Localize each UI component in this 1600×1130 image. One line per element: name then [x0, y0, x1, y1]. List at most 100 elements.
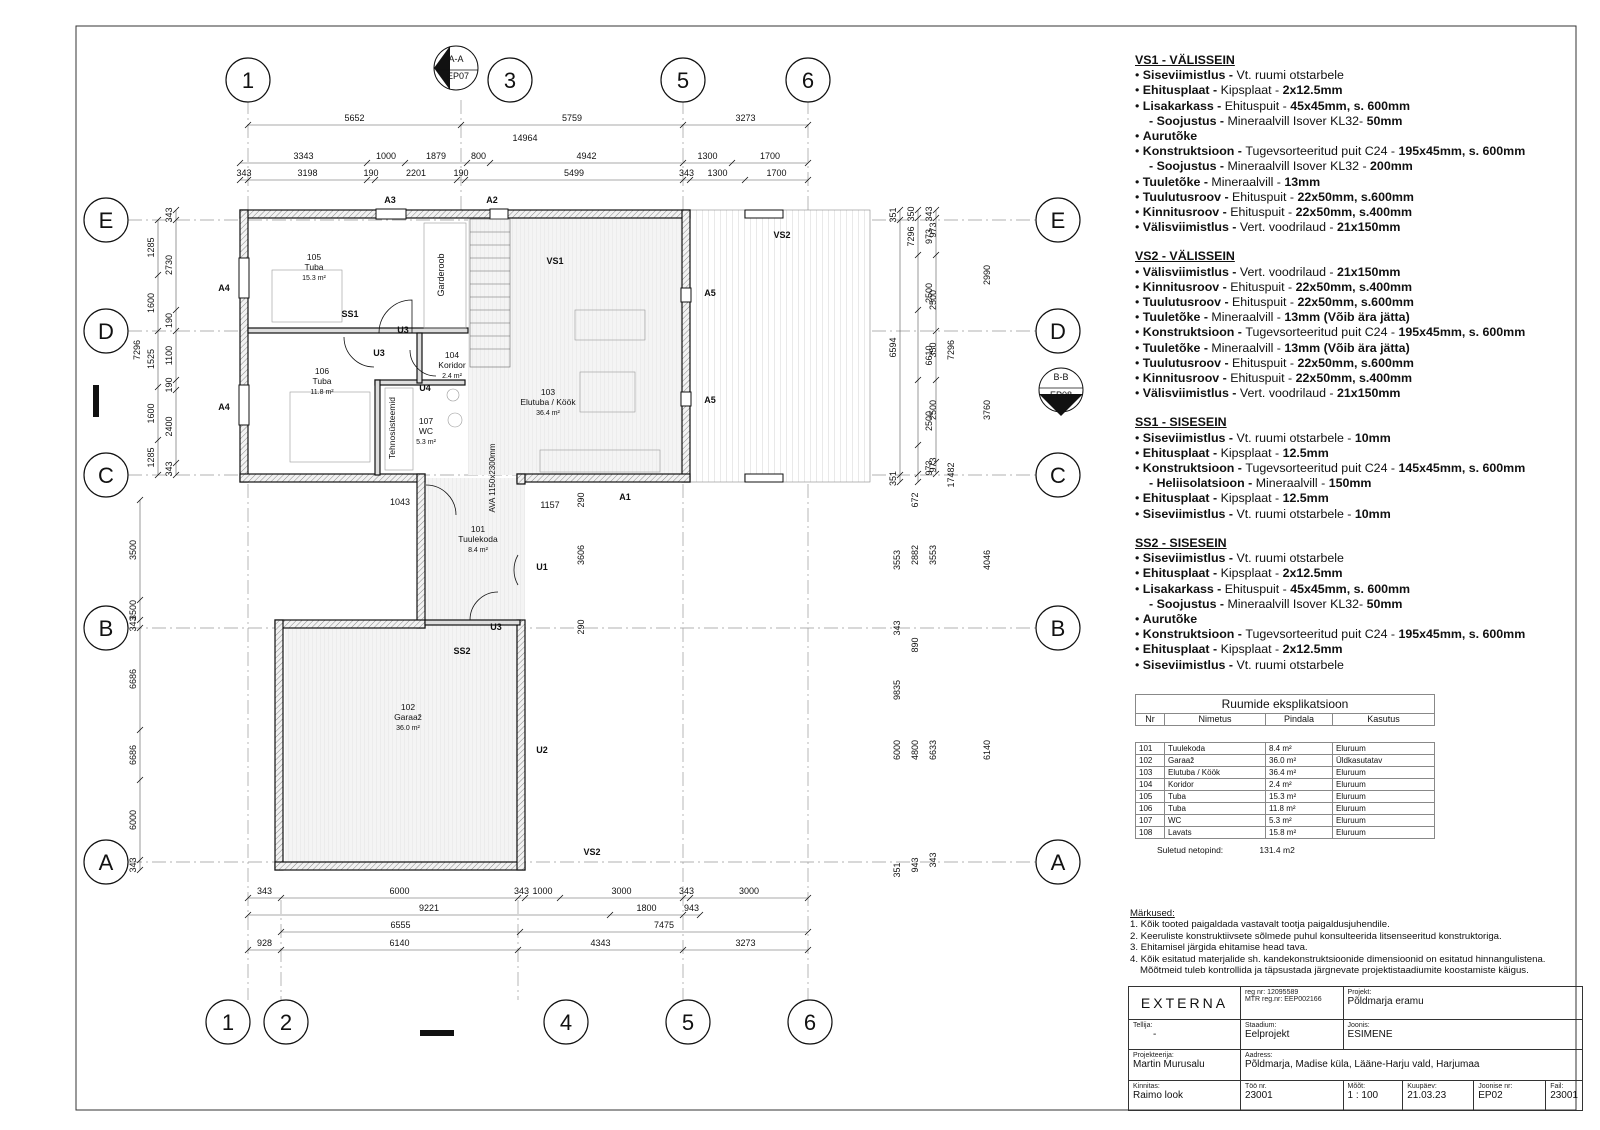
dimension-text: 6140: [389, 938, 409, 948]
dimension-tick: [896, 216, 904, 224]
grid-bubble: [543, 999, 589, 1045]
spec-layer: - Soojustus -: [1149, 596, 1228, 611]
table-cell: Lavats: [1164, 826, 1266, 839]
dimension-text: 1879: [426, 151, 446, 161]
section-arrow-icon: [434, 46, 450, 90]
spec-layer: Aurutõke: [1142, 129, 1198, 144]
dimension-text: 1525: [146, 349, 156, 369]
spec-layer: Konstruktsioon -: [1142, 144, 1246, 159]
table-cell: Tuba: [1164, 802, 1266, 815]
dimension-tick: [172, 471, 180, 479]
grid-bubble: [225, 57, 271, 103]
spec-line: • Siseviimistlus - Vt. ruumi otstarbele: [1135, 68, 1575, 83]
dimension-text: 1800: [636, 903, 656, 913]
dimension-text: 3273: [735, 938, 755, 948]
table-cell: Eluruum: [1332, 766, 1435, 779]
dimension-text: 6610: [924, 345, 934, 365]
spec-line: • Välisviimistlus - Vert. voodrilaud - 2…: [1135, 220, 1575, 235]
dimension-text: 190: [164, 377, 174, 392]
table-cell: 103: [1135, 766, 1165, 779]
dimension-tick: [686, 894, 694, 902]
dimension-text: 343: [679, 886, 694, 896]
grid-label: D: [1050, 319, 1066, 344]
bullet-icon: •: [1135, 264, 1143, 279]
table-cell: 106: [1135, 802, 1165, 815]
dimension-tick: [277, 894, 285, 902]
spec-line: • Välisviimistlus - Vert. voodrilaud - 2…: [1135, 265, 1575, 280]
dimension-text: 3000: [611, 886, 631, 896]
dimension-text: 9835: [892, 680, 902, 700]
dimension-text: 6140: [982, 740, 992, 760]
dimension-tick: [453, 176, 461, 184]
dimension-text: 800: [471, 151, 486, 161]
dimension-tick: [363, 176, 371, 184]
spec-layer: Tuulutusroov -: [1142, 355, 1233, 370]
spec-material: Vt. ruumi otstarbele: [1236, 657, 1344, 672]
date-cell: Kuupäev: 21.03.23: [1402, 1079, 1475, 1112]
room-area: 2.4 m²: [442, 373, 463, 380]
stage-label: Staadium:: [1244, 1021, 1277, 1029]
table-cell: Tuulekoda: [1164, 742, 1266, 755]
dimension-text: 4942: [576, 151, 596, 161]
note-item: 1. Kõik tooted paigaldada vastavalt toot…: [1130, 919, 1390, 931]
dimension-text: 343: [679, 168, 694, 178]
dimension-text: 1285: [146, 237, 156, 257]
dimension-text: 1043: [390, 497, 410, 507]
spec-layer: Kinnitusroov -: [1142, 279, 1231, 294]
file-label: Fail:: [1550, 1082, 1564, 1090]
dimension-tick: [154, 383, 162, 391]
dimension-text: 3606: [576, 545, 586, 565]
scale-label: Mõõt:: [1347, 1082, 1366, 1090]
project-value: Põldmarja eramu: [1347, 996, 1424, 1007]
dimension-text: 14964: [512, 133, 537, 143]
sheet-border: [75, 25, 1577, 1111]
doors: [343, 299, 519, 621]
bullet-icon: •: [1135, 310, 1143, 325]
dimension-tick: [804, 121, 812, 129]
grid-label: C: [1050, 463, 1066, 488]
dimension-tick: [244, 121, 252, 129]
bullet-icon: •: [1135, 611, 1143, 626]
spec-material: Mineraalvill -: [1211, 340, 1285, 355]
dimension-text: 890: [910, 637, 920, 652]
spec-layer: Tuuletõke -: [1142, 174, 1212, 189]
spec-line: • Tuulutusroov - Ehituspuit - 22x50mm, s…: [1135, 295, 1575, 310]
dimension-tick: [136, 596, 144, 604]
dimension-tick: [679, 946, 687, 954]
tag-a4a: A4: [218, 283, 230, 293]
grid-label: 2: [280, 1010, 292, 1035]
bullet-icon: •: [1135, 386, 1143, 401]
dimension-tick: [804, 159, 812, 167]
approved-value: Raimo look: [1133, 1089, 1184, 1101]
grid-label: 3: [504, 68, 516, 93]
dimension-text: 2730: [164, 255, 174, 275]
spec-size: 22x50mm, s.600mm: [1297, 189, 1414, 204]
dimension-tick: [896, 471, 904, 479]
grid-label: E: [99, 208, 114, 233]
grid-bubble: [1035, 308, 1081, 354]
spec-size: 13mm: [1284, 174, 1321, 189]
grid-label: D: [98, 319, 114, 344]
windows: [238, 208, 784, 483]
dimension-text: 2882: [910, 545, 920, 565]
dimension-tick: [172, 306, 180, 314]
dimension-text: 290: [576, 492, 586, 507]
spec-layer: Tuulutusroov -: [1142, 295, 1233, 310]
spec-line: • Konstruktsioon - Tugevsorteeritud puit…: [1135, 144, 1575, 159]
tag-u3b: U3: [373, 348, 385, 358]
dimension-tick: [932, 470, 940, 478]
spec-layer: Siseviimistlus -: [1142, 68, 1237, 83]
spec-material: Ehituspuit -: [1224, 98, 1291, 113]
section-arrow-icon: [1039, 394, 1083, 416]
spec-line: • Ehitusplaat - Kipsplaat - 2x12.5mm: [1135, 83, 1575, 98]
grid-bubble: [83, 839, 129, 885]
spec-size: 22x50mm, s.600mm: [1297, 355, 1414, 370]
dimension-text: 6594: [888, 337, 898, 357]
grid-bubble: [83, 308, 129, 354]
table-cell: Tuba: [1164, 790, 1266, 803]
dimension-text: 5652: [344, 113, 364, 123]
grid-bubble: [665, 999, 711, 1045]
dimension-tick: [154, 471, 162, 479]
